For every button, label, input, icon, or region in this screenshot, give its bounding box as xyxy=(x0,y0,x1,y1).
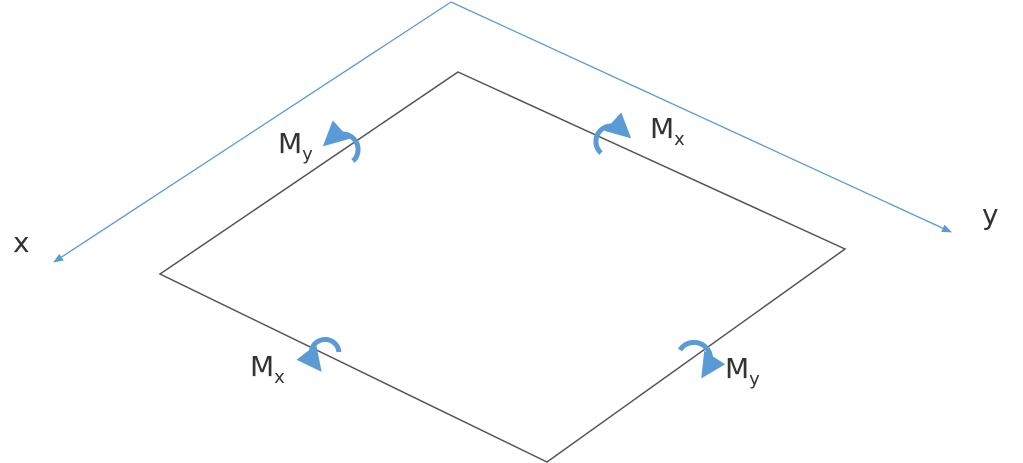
moment-label: My xyxy=(278,127,313,165)
moment-arrow-icon xyxy=(296,336,342,372)
plate xyxy=(158,71,847,463)
moment-arrow-icon xyxy=(677,339,726,379)
moment-label: My xyxy=(725,352,760,390)
y-axis-label: y xyxy=(982,198,999,231)
moment-arrow-icon xyxy=(593,112,632,155)
moment-arrow-icon xyxy=(322,120,361,163)
moment-label: Mx xyxy=(250,350,285,388)
y-axis xyxy=(450,1,952,233)
moment-label: Mx xyxy=(650,112,685,150)
x-axis xyxy=(53,1,452,263)
x-axis-label: x xyxy=(13,226,30,259)
